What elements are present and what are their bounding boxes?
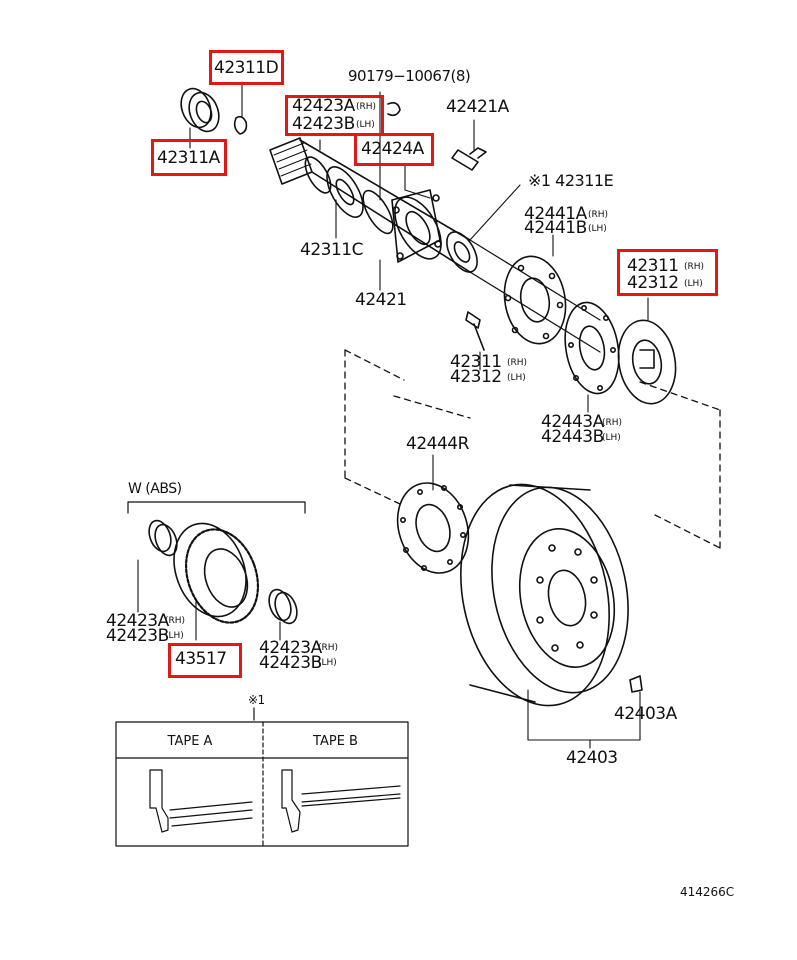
tape-table — [115, 707, 409, 847]
label-42312-mid: 42312 — [450, 367, 502, 387]
highlight-42311-42312 — [617, 249, 718, 296]
backing-plate-42441 — [503, 255, 567, 345]
hub-bolt — [465, 311, 485, 351]
label-42423A-right-rh: (RH) — [318, 643, 339, 653]
label-42441A: 42441A — [524, 204, 587, 224]
label-42423A-top-rh: (RH) — [356, 102, 377, 112]
gasket-42444R — [396, 482, 470, 574]
label-42441B: 42441B — [524, 218, 587, 238]
label-42311-rh: (RH) — [684, 262, 705, 272]
label-42311E: ※1 42311E — [528, 171, 614, 190]
label-43517: 43517 — [175, 649, 227, 669]
label-42311-mid-rh: (RH) — [507, 358, 528, 368]
label-90179-10067: 90179−10067(8) — [348, 67, 471, 85]
label-42441A-rh: (RH) — [588, 210, 609, 220]
label-42443B-lh: (LH) — [602, 433, 621, 443]
label-42443A-rh: (RH) — [602, 418, 623, 428]
label-note-mark: ※1 — [248, 693, 265, 707]
label-tape-a: TAPE A — [167, 734, 213, 749]
label-42311C: 42311C — [300, 240, 363, 260]
clip-90179 — [387, 102, 401, 117]
highlight-42311A — [151, 139, 227, 176]
label-42423A-right: 42423A — [259, 638, 322, 658]
label-42312-mid-lh: (LH) — [507, 373, 526, 383]
leader-lines-top — [189, 81, 521, 291]
backing-plate-42443 — [564, 301, 620, 395]
label-42311A: 42311A — [157, 148, 220, 168]
label-42403: 42403 — [566, 748, 618, 768]
bolt-42421A — [451, 147, 487, 171]
label-42423A-left: 42423A — [106, 611, 169, 631]
label-42311: 42311 — [627, 256, 679, 276]
axle-shaft-assembly — [269, 137, 601, 353]
highlight-42423A-42423B — [285, 95, 384, 136]
label-42311-mid: 42311 — [450, 352, 502, 372]
label-42312-lh: (LH) — [684, 279, 703, 289]
highlight-42424A — [354, 133, 434, 166]
brake-drum-42403 — [460, 483, 629, 707]
leader-lines-drum — [527, 689, 641, 749]
label-42423B-right: 42423B — [259, 653, 322, 673]
abs-bracket — [127, 501, 306, 514]
highlight-43517 — [168, 643, 242, 678]
screw-42403A — [629, 675, 643, 693]
oil-seal-42311 — [617, 319, 677, 405]
label-42444R: 42444R — [406, 434, 469, 454]
label-42403A: 42403A — [614, 704, 677, 724]
label-42423B-top: 42423B — [292, 114, 355, 134]
label-42421A: 42421A — [446, 97, 509, 117]
highlight-42311D — [209, 50, 284, 85]
label-42423A-left-rh: (RH) — [165, 616, 186, 626]
leader-lines-abs — [137, 559, 281, 641]
label-42441B-lh: (LH) — [588, 224, 607, 234]
label-42311D: 42311D — [214, 58, 279, 78]
label-ref-code: 414266C — [680, 885, 735, 899]
bearing-42311A — [180, 87, 220, 133]
label-42421: 42421 — [355, 290, 407, 310]
label-42423B-left-lh: (LH) — [165, 631, 184, 641]
label-42423B-right-lh: (LH) — [318, 658, 337, 668]
label-tape-b: TAPE B — [313, 734, 358, 749]
snap-ring-42311D — [233, 115, 248, 135]
label-42424A: 42424A — [361, 139, 424, 159]
abs-rotor-43517 — [173, 522, 260, 624]
label-42312: 42312 — [627, 273, 679, 293]
label-42443A: 42443A — [541, 412, 604, 432]
abs-seal-left — [148, 519, 178, 557]
dashed-frame — [344, 349, 721, 549]
label-42423B-left: 42423B — [106, 626, 169, 646]
label-42443B: 42443B — [541, 427, 604, 447]
label-42423A-top: 42423A — [292, 96, 355, 116]
abs-seal-right — [268, 588, 298, 625]
label-42423B-top-lh: (LH) — [356, 120, 375, 130]
label-w-abs: W (ABS) — [128, 481, 182, 497]
